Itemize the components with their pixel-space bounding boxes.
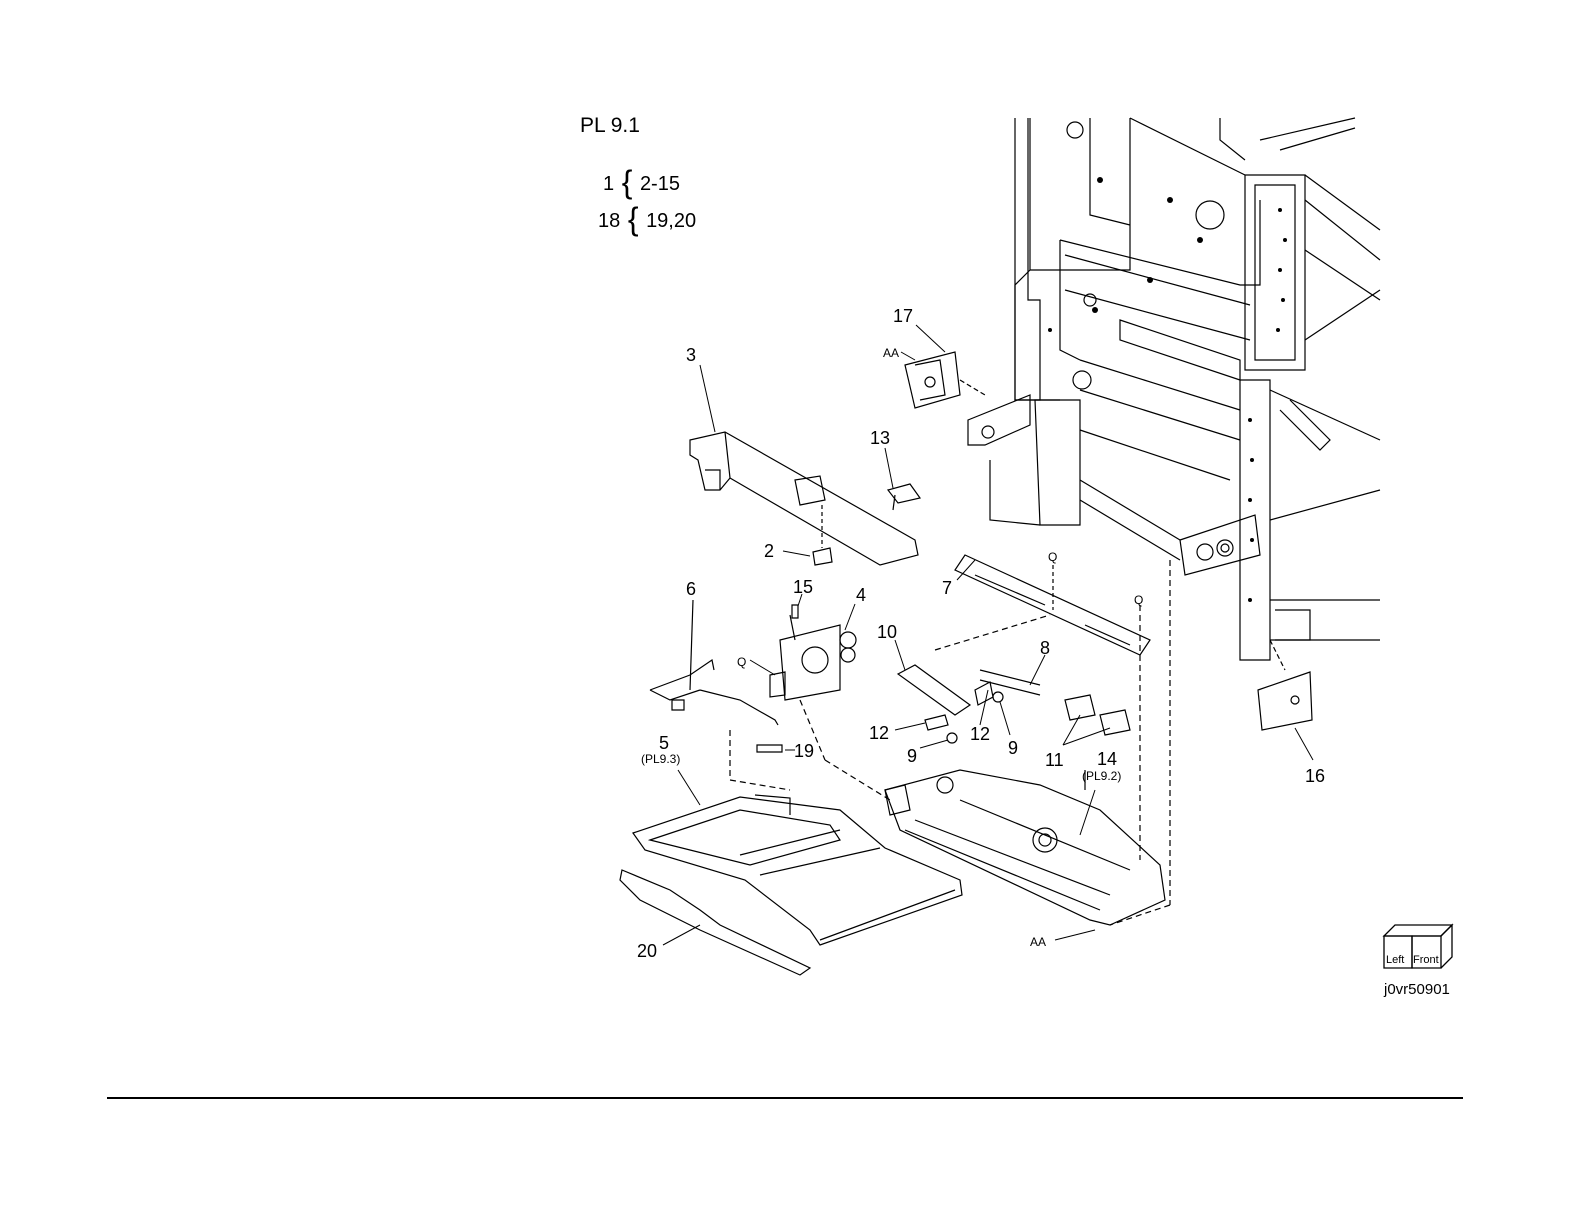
callout-15: 15 xyxy=(793,577,813,597)
callout-11: 11 xyxy=(1045,750,1064,770)
callout-17: 17 xyxy=(893,306,913,326)
callout-20: 20 xyxy=(637,941,657,961)
part-16-cover xyxy=(1258,640,1312,730)
callout-5-ref: (PL9.3) xyxy=(641,752,680,766)
callout-aa-top: AA xyxy=(883,346,899,360)
callout-12a: 12 xyxy=(869,723,889,743)
callout-8: 8 xyxy=(1040,638,1050,658)
callout-14-ref: (PL9.2) xyxy=(1082,769,1121,783)
orientation-left-label: Left xyxy=(1386,954,1404,966)
callout-9b: 9 xyxy=(1008,738,1018,758)
callout-3: 3 xyxy=(686,345,696,365)
callout-16: 16 xyxy=(1305,766,1325,786)
callout-q-mid: Q xyxy=(1048,550,1057,564)
callout-19: 19 xyxy=(794,741,814,761)
callout-7: 7 xyxy=(942,578,952,598)
callout-6: 6 xyxy=(686,579,696,599)
callout-q-right: Q xyxy=(1134,593,1143,607)
part-17-bracket xyxy=(905,352,985,408)
callout-12b: 12 xyxy=(970,724,990,744)
callout-13: 13 xyxy=(870,428,890,448)
footer-divider xyxy=(107,1097,1463,1099)
part-3-cover xyxy=(690,432,918,565)
machine-frame xyxy=(968,118,1380,660)
callout-14: 14 xyxy=(1097,749,1117,769)
callout-4: 4 xyxy=(856,585,866,605)
small-parts-group xyxy=(898,615,1130,790)
callout-5: 5 xyxy=(659,733,669,753)
callout-10: 10 xyxy=(877,622,897,642)
part-7-plate xyxy=(955,555,1150,655)
callout-q-left: Q xyxy=(737,655,746,669)
part-14-feeder xyxy=(885,770,1165,925)
part-19-label xyxy=(757,745,782,752)
part-5-tray xyxy=(633,795,962,945)
callout-aa-bottom: AA xyxy=(1030,935,1046,949)
part-4-gear-bracket xyxy=(770,605,856,700)
drawing-code: j0vr50901 xyxy=(1384,981,1450,998)
callout-2: 2 xyxy=(764,541,774,561)
callout-9a: 9 xyxy=(907,746,917,766)
leader-lines xyxy=(663,325,1313,945)
orientation-front-label: Front xyxy=(1413,954,1439,966)
part-6-harness xyxy=(650,600,778,725)
